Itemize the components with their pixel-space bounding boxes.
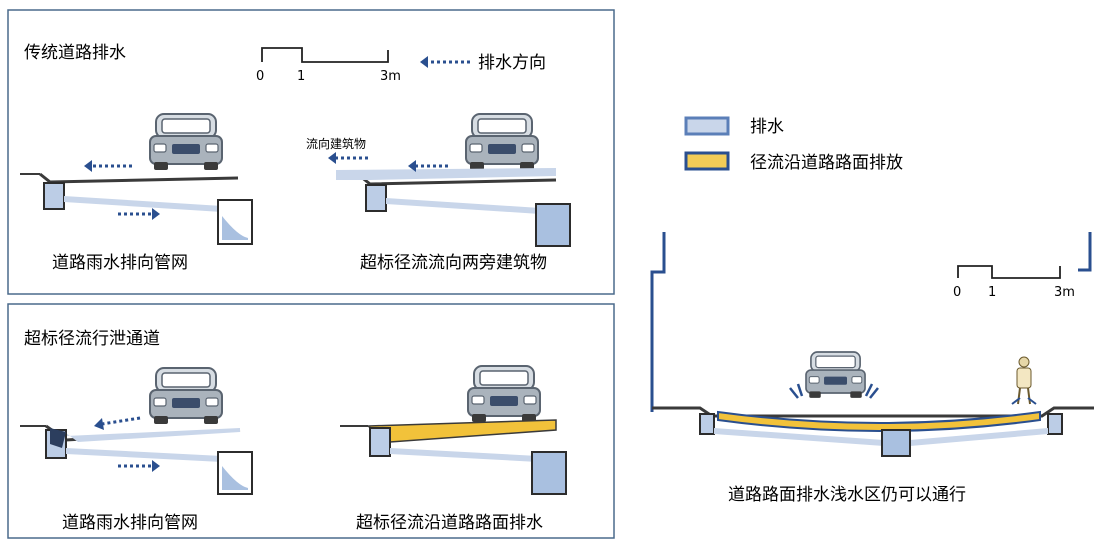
car-icon xyxy=(149,367,223,425)
svg-text:3m: 3m xyxy=(380,69,401,84)
scene-top-right: 流向建筑物 xyxy=(306,113,571,247)
flow-to-building-label: 流向建筑物 xyxy=(306,136,366,151)
car-icon xyxy=(805,351,866,399)
top-left-caption: 道路雨水排向管网 xyxy=(52,253,188,273)
scene-bottom-right xyxy=(340,365,567,495)
scene-bottom-left xyxy=(20,367,253,495)
legend-runoff-label: 径流沿道路路面排放 xyxy=(750,153,903,173)
svg-text:0: 0 xyxy=(953,285,961,300)
panel-bottom-title: 超标径流行泄通道 xyxy=(24,329,160,349)
bottom-right-caption: 超标径流沿道路路面排水 xyxy=(356,513,543,533)
runoff-band xyxy=(717,410,1041,432)
car-icon xyxy=(465,113,539,171)
legend-drainage-swatch xyxy=(684,116,730,136)
cross-section: 0 1 3m xyxy=(650,232,1094,457)
drainage-direction-label: 排水方向 xyxy=(478,53,546,73)
pedestrian-icon xyxy=(1011,356,1037,405)
top-right-caption: 超标径流流向两旁建筑物 xyxy=(360,253,547,273)
arrow-icon xyxy=(328,152,336,164)
arrow-icon xyxy=(152,208,160,220)
car-icon xyxy=(467,365,541,423)
scale-bar-top: 0 1 3m xyxy=(256,47,401,84)
legend-runoff-swatch xyxy=(684,151,730,171)
scene-top-left xyxy=(20,113,253,245)
svg-text:0: 0 xyxy=(256,69,264,84)
scale-bar-right xyxy=(957,265,1061,279)
arrow-icon xyxy=(94,418,104,430)
legend-drainage-label: 排水 xyxy=(750,117,784,137)
bottom-left-caption: 道路雨水排向管网 xyxy=(62,513,198,533)
inlet-box xyxy=(43,182,65,210)
arrow-icon xyxy=(84,160,92,172)
svg-text:1: 1 xyxy=(988,285,996,300)
panel-top-title: 传统道路排水 xyxy=(24,43,126,63)
splash-icon xyxy=(789,383,879,399)
building-right xyxy=(1078,232,1092,272)
building-left xyxy=(650,232,666,412)
svg-text:1: 1 xyxy=(297,69,305,84)
right-section-caption: 道路路面排水浅水区仍可以通行 xyxy=(728,485,966,505)
legend: 排水 径流沿道路路面排放 xyxy=(684,116,903,173)
car-icon xyxy=(149,113,223,171)
drainage-direction-legend: 排水方向 xyxy=(420,53,546,73)
arrow-icon xyxy=(408,160,416,172)
arrow-icon xyxy=(152,460,160,472)
svg-text:3m: 3m xyxy=(1054,285,1075,300)
